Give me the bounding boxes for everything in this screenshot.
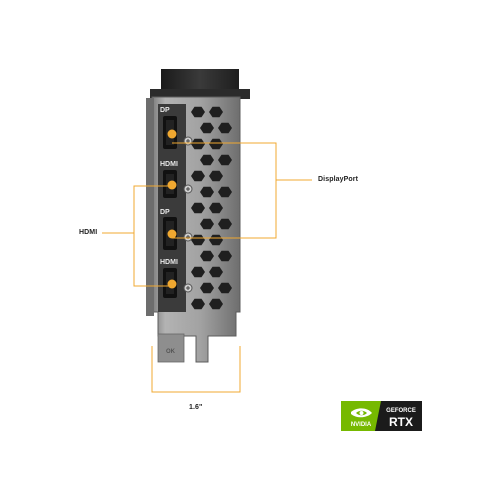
bracket-tab	[157, 333, 185, 363]
geforce-text: GEFORCE	[386, 408, 416, 414]
bracket-bottom-mark: OK	[166, 349, 176, 355]
vent-hole	[218, 282, 232, 294]
vent-hole	[191, 234, 205, 246]
vent-hole	[191, 170, 205, 182]
vent-hole	[191, 106, 205, 118]
vent-hole	[209, 106, 223, 118]
port-dp-2	[163, 217, 177, 250]
port-tag-dp-1: DP	[160, 107, 170, 114]
screw-2	[183, 184, 193, 194]
vent-grid	[191, 106, 232, 310]
vent-hole	[209, 202, 223, 214]
rtx-text: RTX	[389, 415, 413, 429]
port-hdmi-2	[163, 268, 177, 298]
port-dp-1	[163, 116, 177, 149]
bracket-flange	[146, 98, 154, 316]
screw-3	[183, 232, 193, 242]
port-tag-dp-2: DP	[160, 209, 170, 216]
screw-4	[183, 283, 193, 293]
vent-hole	[191, 266, 205, 278]
displayport-callout	[172, 142, 312, 239]
vent-hole	[209, 170, 223, 182]
rtx-dark-panel	[375, 401, 422, 431]
width-dimension-line	[151, 346, 241, 393]
port-hdmi-1	[163, 170, 177, 198]
vent-hole	[218, 218, 232, 230]
nvidia-eye-icon	[351, 408, 372, 418]
vent-hole	[200, 282, 214, 294]
vent-hole	[218, 154, 232, 166]
width-label: 1.6"	[189, 404, 203, 411]
vent-hole	[209, 138, 223, 150]
vent-hole	[209, 266, 223, 278]
vent-hole	[209, 298, 223, 310]
card-shroud-edge	[150, 89, 250, 99]
hdmi-label: HDMI	[79, 229, 98, 236]
port-tag-hdmi-1: HDMI	[160, 161, 178, 168]
vent-hole	[200, 250, 214, 262]
geforce-rtx-badge: NVIDIA GEFORCE RTX	[341, 401, 422, 431]
vent-hole	[218, 186, 232, 198]
vent-hole	[191, 298, 205, 310]
vent-hole	[200, 218, 214, 230]
vent-hole	[218, 122, 232, 134]
hdmi-callout	[102, 185, 172, 287]
vent-hole	[218, 250, 232, 262]
vent-hole	[209, 234, 223, 246]
displayport-label: DisplayPort	[318, 176, 358, 183]
vent-hole	[191, 202, 205, 214]
screw-1	[183, 136, 193, 146]
vent-hole	[200, 122, 214, 134]
vent-hole	[191, 138, 205, 150]
nvidia-wordmark: NVIDIA	[351, 422, 372, 428]
vent-hole	[200, 186, 214, 198]
vent-hole	[200, 154, 214, 166]
port-tag-hdmi-2: HDMI	[160, 259, 178, 266]
